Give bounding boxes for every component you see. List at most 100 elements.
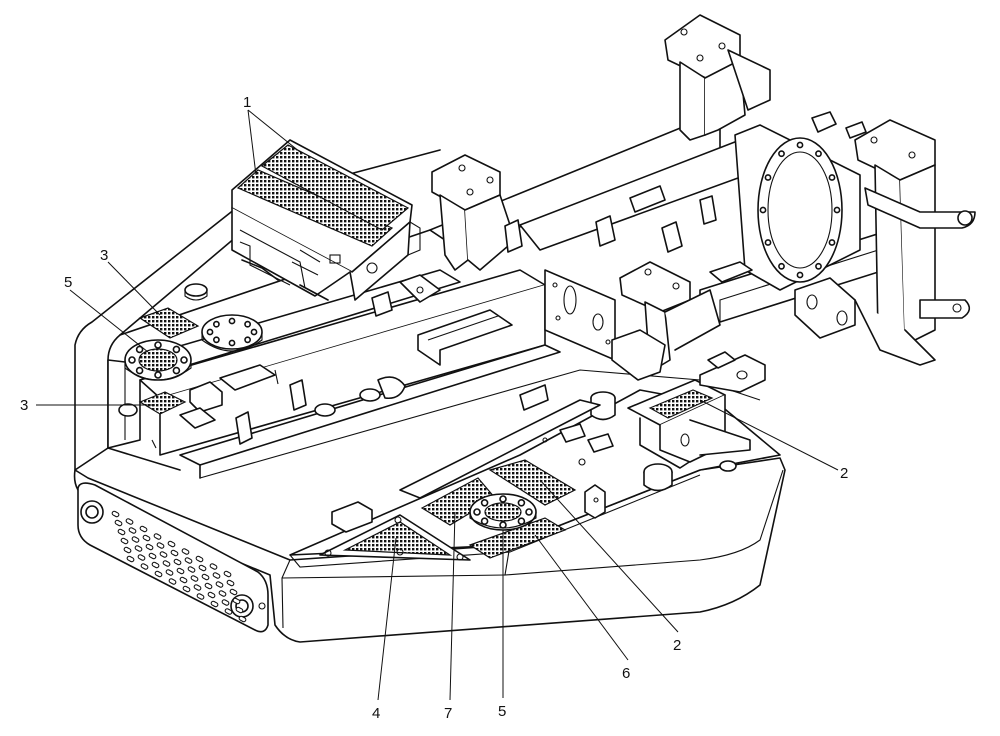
grille-slot [193,584,202,591]
callout-label-4: 4 [372,705,380,722]
callouts: 1 3 5 3 2 2 6 4 7 5 [20,94,848,722]
bolt-head [796,141,804,149]
grille-slot [123,546,132,554]
grille-slot [151,561,160,569]
callout-label-3-lower: 3 [20,397,28,414]
grille-slot [125,518,134,525]
bolt-head [759,206,767,214]
grille-slot [128,527,137,534]
grille-slot [179,576,188,584]
grille-slot [159,551,168,558]
callout-label-7: 7 [444,705,452,722]
grille-slot [210,600,219,608]
grille-slot [145,543,154,551]
bolt-head [228,339,236,347]
bolt-head [154,341,162,349]
bolt-head [480,517,489,526]
control-unit-box [231,139,421,301]
bolt-head [135,345,144,354]
callout-label-1: 1 [243,94,251,111]
grille-slot [137,554,146,561]
bolt-head [828,239,836,246]
grille-slot [223,570,232,578]
bolt-head [206,328,214,336]
grille-slot [212,572,221,579]
bolt-head [480,498,489,507]
bolt-head [135,366,144,375]
grille-slot [156,542,165,549]
bolt-head [517,498,526,507]
grille-slot [139,525,148,533]
grille-slot [235,606,244,614]
grille-slot [201,573,210,581]
grille-slot [120,537,129,545]
grille-slot [229,588,238,596]
callout-label-2-lower: 2 [673,637,681,654]
bolt-head [244,336,251,344]
grille-slot [126,555,135,563]
grille-slot [238,615,247,623]
grille-slot [198,564,207,572]
left-wall-fittings [118,283,406,429]
callout-label-5-upper: 5 [64,274,72,291]
grille-slot [181,548,190,555]
grille-slot [168,578,177,585]
callout-label-5-lower: 5 [498,703,506,720]
grille-slot [162,560,171,567]
front-grille-panel [77,482,269,633]
bolt-head [778,150,785,158]
grille-slot [190,575,199,582]
bolt-head [796,271,804,279]
bolt-head [473,508,481,516]
bolt-head [128,356,136,364]
bolt-head [499,495,507,503]
deck-fittings [319,351,766,561]
grille-slot [204,582,213,590]
grille-slot [232,597,241,605]
grille-slot [187,566,196,573]
grille-slot [148,552,157,560]
mid-brackets [151,154,753,449]
bolt-head [778,262,785,270]
grille-slot [209,563,218,570]
base-tub [73,199,786,643]
bolt-head [815,150,822,158]
bolt-head [212,320,220,328]
bolt-head [250,328,258,336]
bolt-head [517,517,526,526]
grille-slot [165,569,174,576]
bolt-head [764,174,772,181]
grille-slot [153,533,162,540]
grille-slot [182,585,191,593]
grille-slot [114,519,123,527]
grille-slot [154,570,163,578]
callout-label-6: 6 [622,665,630,682]
grille-slot [218,590,227,597]
grille-slot [221,599,230,606]
grille-slot [134,545,143,552]
grille-slot [226,579,235,587]
callout-label-2-right: 2 [840,465,848,482]
bolt-head [212,336,220,344]
grille-slot [131,536,140,543]
callout-label-3-upper: 3 [100,247,108,264]
bolt-head [244,320,251,328]
rear-frame [664,14,976,366]
bolt-head [764,239,772,246]
bolt-head [828,174,836,181]
grille-slot [176,567,185,575]
bolt-head [154,371,162,379]
grille-slot [224,608,233,615]
bolt-head [180,356,188,364]
grille-slot [111,510,120,518]
bolt-head [228,317,236,325]
grille-slot [173,558,182,566]
grille-slot [195,555,204,563]
grille-slot [170,549,179,557]
grille-slot [167,540,176,548]
bolt-head [172,366,181,375]
bolt-head [525,508,533,516]
grille-slot [207,591,216,599]
grille-slot [215,581,224,588]
